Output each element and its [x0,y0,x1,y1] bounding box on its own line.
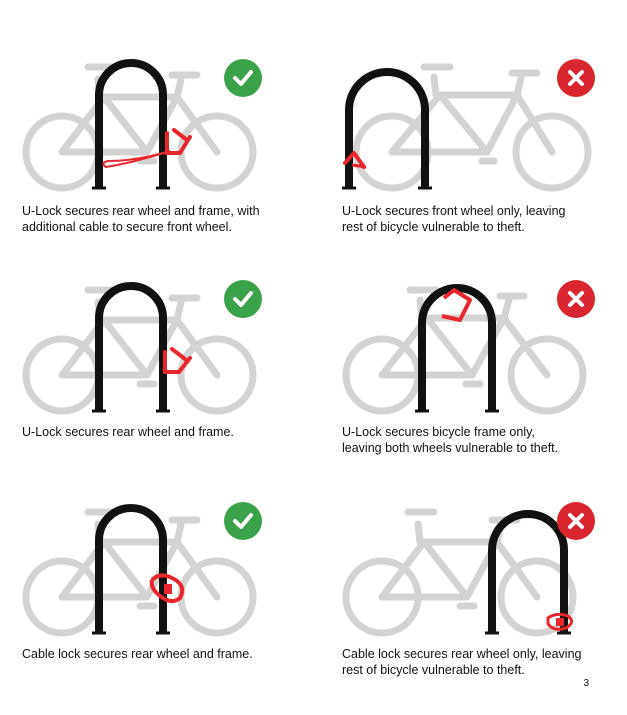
bike-rack-illustration [342,63,592,192]
checkmark-icon [233,291,253,307]
checkmark-icon [233,70,253,86]
bike-rack-illustration [22,59,257,192]
panel-caption: U-Lock secures rear wheel and frame, wit… [22,204,260,234]
panel-caption: Cable lock secures rear wheel only, leav… [342,647,582,677]
status-badge [557,280,595,318]
status-badge [224,502,262,540]
panel-caption: Cable lock secures rear wheel and frame. [22,647,253,661]
panel-caption: U-Lock secures bicycle frame only, leavi… [342,425,559,455]
panel-caption: U-Lock secures rear wheel and frame. [22,425,234,439]
status-badge [557,502,595,540]
status-badge [224,59,262,97]
bike-rack-illustration [22,504,257,637]
bike-rack-illustration [342,284,587,415]
panel-ulock-rear-wheel-with-cable: U-Lock secures rear wheel and frame, wit… [22,55,322,270]
status-badge [557,59,595,97]
status-badge [224,280,262,318]
x-mark-icon [568,291,584,307]
panel-caption: U-Lock secures front wheel only, leaving… [342,204,566,234]
panel-ulock-rear-wheel-and-frame: U-Lock secures rear wheel and frame. [22,278,322,493]
x-mark-icon [568,70,584,86]
panel-ulock-frame-only: U-Lock secures bicycle frame only, leavi… [342,278,627,493]
page-number: 3 [583,678,589,689]
checkmark-icon [233,513,253,529]
bike-rack-illustration [342,508,577,637]
panel-cable-lock-rear-wheel-and-frame: Cable lock secures rear wheel and frame. [22,500,322,715]
x-mark-icon [568,513,584,529]
panel-ulock-front-wheel-only: U-Lock secures front wheel only, leaving… [342,55,627,270]
panel-cable-lock-rear-wheel-only: Cable lock secures rear wheel only, leav… [342,500,627,715]
bike-rack-illustration [22,282,257,415]
